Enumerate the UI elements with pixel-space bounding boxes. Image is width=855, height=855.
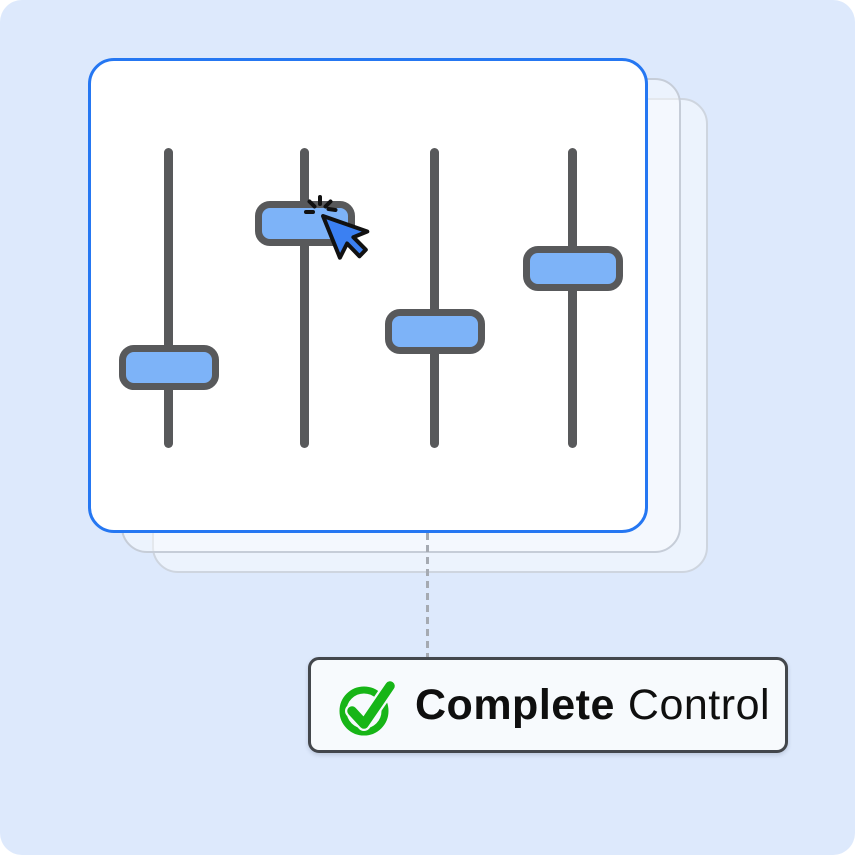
slider-track-2[interactable] <box>300 148 309 448</box>
slider-track-3[interactable] <box>430 148 439 448</box>
slider-handle-1[interactable] <box>119 344 219 390</box>
slider-track-4[interactable] <box>568 148 577 448</box>
badge-text-bold: Complete <box>415 680 615 729</box>
connector-line <box>426 533 429 657</box>
feature-badge: Complete Control <box>308 657 788 753</box>
slider-track-1[interactable] <box>164 148 173 448</box>
check-circle-icon <box>339 679 397 736</box>
badge-text-regular: Control <box>627 680 771 729</box>
slider-handle-4[interactable] <box>523 245 623 291</box>
slider-handle-3[interactable] <box>385 308 485 354</box>
slider-handle-2[interactable] <box>255 200 355 246</box>
badge-text: Complete Control <box>415 681 770 730</box>
sliders-panel <box>88 58 648 533</box>
